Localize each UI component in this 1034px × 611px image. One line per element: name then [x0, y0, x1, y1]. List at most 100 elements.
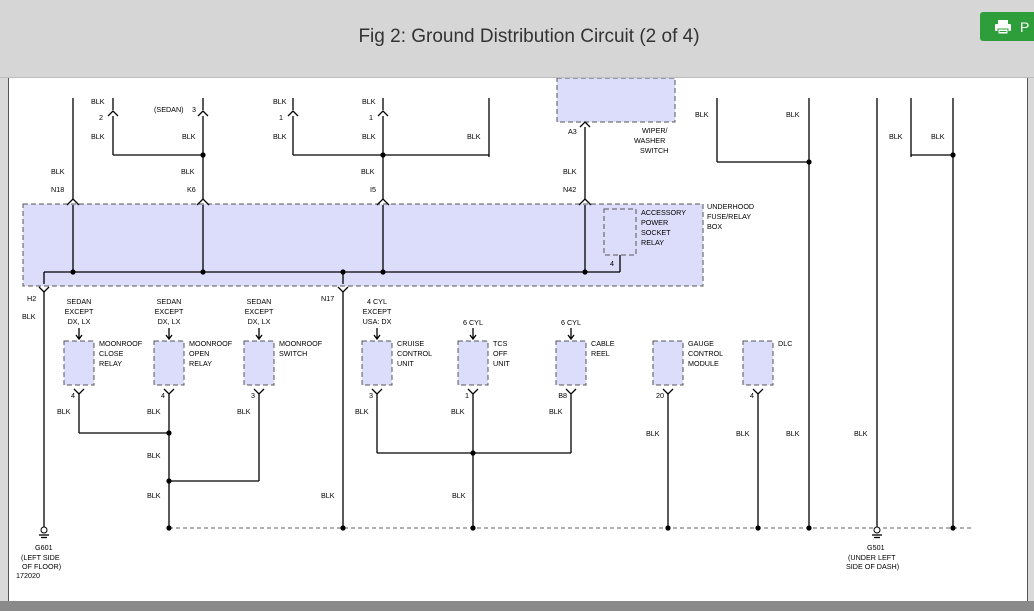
printer-icon: [995, 19, 1011, 34]
connector-chevron: [565, 388, 577, 395]
label: BOX: [707, 222, 722, 231]
wiper-switch-box: [556, 78, 676, 123]
pin-number: B8: [558, 391, 567, 400]
accessory-power-socket-relay: [603, 208, 637, 256]
condition-arrow: [567, 328, 575, 341]
wire-color: BLK: [549, 407, 563, 416]
condition-label: DX, LX: [158, 317, 181, 326]
condition-label: 4 CYL: [367, 297, 387, 306]
condition-arrow: [75, 328, 83, 341]
label: BLK: [182, 132, 196, 141]
label: G501: [867, 543, 885, 552]
component-box: [63, 340, 95, 386]
label: BLK: [786, 429, 800, 438]
label: UNDERHOOD: [707, 202, 754, 211]
component-name: OPEN: [189, 349, 209, 358]
label: BLK: [273, 132, 287, 141]
component-name: MOONROOF: [189, 339, 233, 348]
label: N42: [563, 185, 576, 194]
condition-label: USA: DX: [363, 317, 392, 326]
connector-chevron: [253, 388, 265, 395]
condition-label: SEDAN: [157, 297, 182, 306]
label: BLK: [181, 167, 195, 176]
connector-chevron: [662, 388, 674, 395]
pin-number: 4: [750, 391, 754, 400]
component-name: CRUISE: [397, 339, 424, 348]
label: 3: [192, 105, 196, 114]
label: K6: [187, 185, 196, 194]
condition-arrow: [255, 328, 263, 341]
lower-labels: BLK BLK BLK BLK BLK BLK BLK BLK: [147, 429, 868, 500]
ground-g601: G601 (LEFT SIDE OF FLOOR) 172020: [16, 526, 61, 580]
diagram-canvas: BLK BLK BLK (SEDAN) 3 2 1 1 BLK BLK BLK …: [8, 78, 1028, 601]
label: WASHER: [634, 136, 665, 145]
label: BLK: [695, 110, 709, 119]
label: BLK: [452, 491, 466, 500]
label: OF FLOOR): [22, 562, 61, 571]
component-name: DLC: [778, 339, 792, 348]
label: BLK: [362, 132, 376, 141]
label: BLK: [147, 451, 161, 460]
label: 4: [610, 259, 614, 268]
figure-number: 172020: [16, 571, 40, 580]
label: G601: [35, 543, 53, 552]
component-name: UNIT: [493, 359, 510, 368]
label: 1: [369, 113, 373, 122]
page-title: Fig 2: Ground Distribution Circuit (2 of…: [358, 26, 700, 47]
bottom-scroll-strip: [0, 601, 1034, 611]
label: BLK: [467, 132, 481, 141]
connector-chevron: [752, 388, 764, 395]
condition-label: 6 CYL: [561, 318, 581, 327]
label: (SEDAN): [154, 105, 184, 114]
component-7: DLC 4: [742, 339, 792, 400]
label: SIDE OF DASH): [846, 562, 899, 571]
print-button[interactable]: P: [980, 12, 1034, 41]
component-box: [652, 340, 684, 386]
label: POWER: [641, 218, 668, 227]
label: H2: [27, 294, 36, 303]
component-box: [555, 340, 587, 386]
fuse-box-wiring: [38, 198, 621, 293]
component-name: REEL: [591, 349, 610, 358]
label: ACCESSORY: [641, 208, 686, 217]
condition-label: DX, LX: [248, 317, 271, 326]
component-name: CLOSE: [99, 349, 124, 358]
label: N18: [51, 185, 64, 194]
top-labels: BLK BLK BLK BLK BLK A3 WIPER/ WASHER SWI…: [91, 110, 945, 155]
label: SWITCH: [640, 146, 668, 155]
fuse-box-labels: UNDERHOOD FUSE/RELAY BOX ACCESSORY POWER…: [610, 202, 754, 268]
lower-wiring: [43, 292, 973, 531]
wire-color: BLK: [237, 407, 251, 416]
label: SOCKET: [641, 228, 671, 237]
print-label: P: [1020, 18, 1030, 35]
pin-number: 1: [465, 391, 469, 400]
connector-chevron: [371, 388, 383, 395]
condition-label: EXCEPT: [363, 307, 392, 316]
wire-color: BLK: [57, 407, 71, 416]
label: BLK: [361, 167, 375, 176]
condition-label: EXCEPT: [65, 307, 94, 316]
component-name: CONTROL: [397, 349, 432, 358]
label: RELAY: [641, 238, 664, 247]
connector-chevron: [73, 388, 85, 395]
component-name: RELAY: [189, 359, 212, 368]
label: BLK: [273, 97, 287, 106]
component-name: UNIT: [397, 359, 414, 368]
label: BLK: [91, 97, 105, 106]
label: BLK: [646, 429, 660, 438]
component-name: MOONROOF: [279, 339, 323, 348]
label: FUSE/RELAY: [707, 212, 751, 221]
label: BLK: [91, 132, 105, 141]
condition-arrow: [469, 328, 477, 341]
pin-number: 4: [71, 391, 75, 400]
wire-color: BLK: [451, 407, 465, 416]
condition-label: SEDAN: [67, 297, 92, 306]
component-box: [243, 340, 275, 386]
